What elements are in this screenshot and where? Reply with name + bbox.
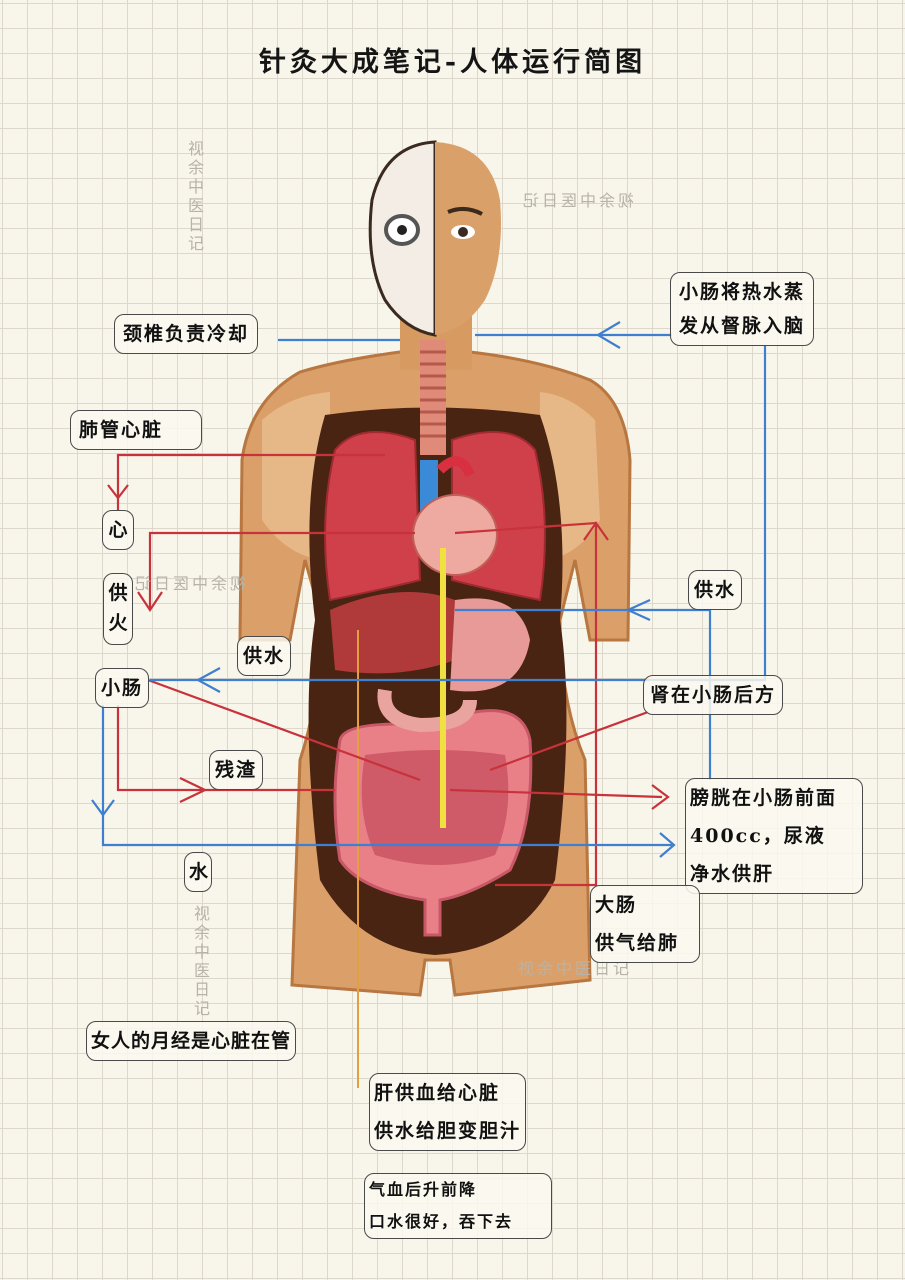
small-intestine: [361, 750, 509, 865]
liver: [330, 592, 455, 674]
label-water: 水: [184, 852, 212, 892]
label-line: 大肠: [595, 894, 638, 916]
label-line: 400cc，尿液: [690, 825, 826, 847]
label-supply-water-left: 供水: [237, 636, 292, 676]
label-small-intestine: 小肠: [95, 668, 150, 708]
label-large-intestine: 大肠 供气给肺: [590, 885, 700, 963]
watermark: 视余中医日记: [518, 959, 633, 978]
label-line: 供气给肺: [595, 932, 680, 954]
label-residue: 残渣: [209, 750, 264, 790]
label-line: 供水给胆变胆汁: [374, 1120, 522, 1142]
head-face-half: [435, 142, 501, 335]
stomach: [450, 598, 530, 692]
trachea: [420, 340, 446, 455]
label-heart: 心: [102, 510, 134, 550]
label-liver: 肝供血给心脏 供水给胆变胆汁: [369, 1073, 527, 1151]
label-line: 肝供血给心脏: [374, 1082, 501, 1104]
label-supply-fire: 供火: [103, 573, 133, 645]
watermark: 视余中医日记: [520, 191, 635, 210]
watermark: 视余中医日记: [185, 140, 204, 254]
label-line: 净水供肝: [690, 863, 775, 885]
label-menstruation: 女人的月经是心脏在管: [86, 1021, 297, 1061]
heart: [412, 494, 498, 576]
label-qi-blood: 气血后升前降 口水很好，吞下去: [364, 1173, 552, 1239]
label-line: 气血后升前降: [369, 1180, 478, 1199]
label-neck-cooling: 颈椎负责冷却: [114, 314, 259, 354]
label-lung-heart: 肺管心脏: [70, 410, 202, 450]
label-bladder: 膀胱在小肠前面 400cc，尿液 净水供肝: [685, 778, 863, 894]
watermark: 视余中医日记: [191, 905, 210, 1019]
label-line: 发从督脉入脑: [679, 315, 806, 337]
page-title: 针灸大成笔记-人体运行简图: [258, 47, 647, 78]
label-supply-water-right: 供水: [688, 570, 743, 610]
label-small-intestine-steam: 小肠将热水蒸 发从督脉入脑: [670, 272, 815, 346]
red-flow-lines: [107, 453, 670, 887]
label-line: 口水很好，吞下去: [369, 1212, 514, 1231]
label-line: 小肠将热水蒸: [679, 281, 806, 303]
lung-left: [324, 431, 422, 602]
watermark: 视余中医日记: [132, 574, 247, 593]
label-kidney: 肾在小肠后方: [643, 675, 784, 715]
label-line: 膀胱在小肠前面: [690, 787, 838, 809]
label-supply-fire-text: 供火: [108, 582, 128, 634]
